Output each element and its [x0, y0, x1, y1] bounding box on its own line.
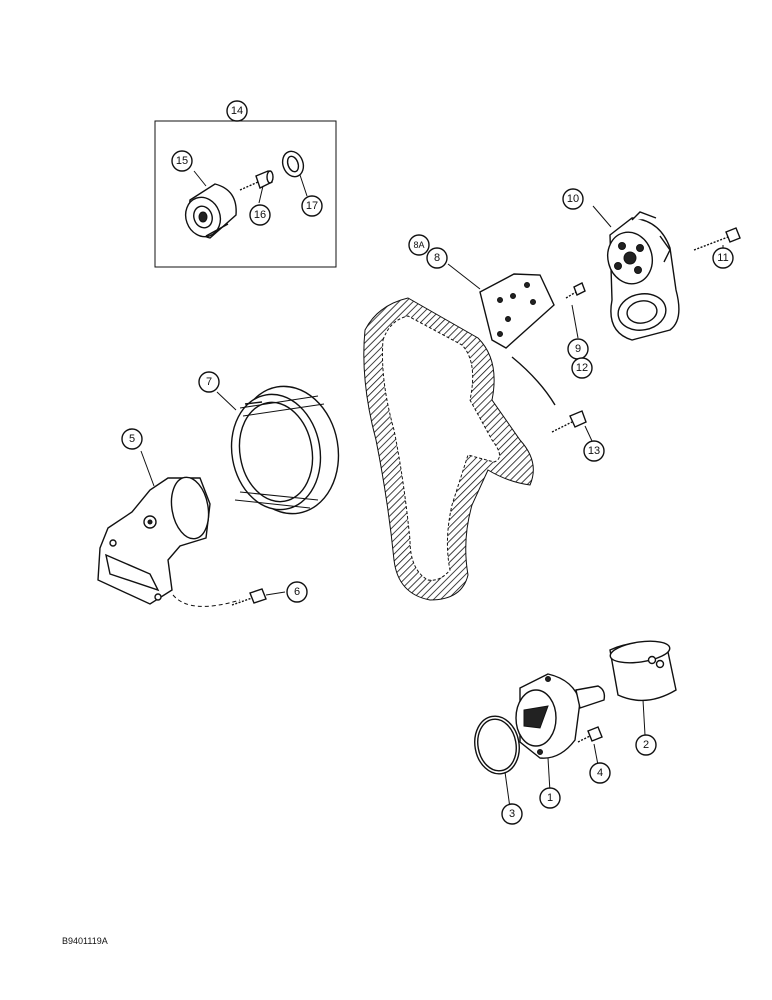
callout-9: 9 [567, 338, 589, 360]
callout-11: 11 [712, 247, 734, 269]
svg-text:13: 13 [588, 445, 600, 457]
svg-text:1: 1 [547, 792, 553, 804]
svg-text:16: 16 [254, 209, 266, 221]
bracket-bolt [565, 282, 586, 299]
svg-text:8A: 8A [413, 240, 424, 250]
svg-text:11: 11 [717, 252, 728, 264]
callout-3: 3 [501, 803, 523, 825]
idler-kit-inset [154, 120, 337, 268]
serpentine-belt [363, 297, 534, 601]
callout-15: 15 [171, 150, 193, 172]
svg-text:9: 9 [575, 343, 581, 355]
idler-washer [281, 150, 305, 178]
svg-text:8: 8 [434, 252, 440, 264]
pump-sleeve [609, 640, 677, 702]
callout-2: 2 [635, 734, 657, 756]
tensioner-bolt [693, 227, 741, 251]
svg-text:17: 17 [306, 200, 318, 212]
pump-gasket [474, 715, 520, 775]
figure-code: B9401119A [62, 936, 108, 946]
callout-14: 14 [226, 100, 248, 122]
mounting-bracket [479, 273, 555, 349]
svg-text:14: 14 [231, 105, 243, 117]
water-pump [515, 673, 606, 759]
callout-16: 16 [249, 204, 271, 226]
svg-text:4: 4 [597, 767, 603, 779]
callout-13: 13 [583, 440, 605, 462]
callout-10: 10 [562, 188, 584, 210]
belt-tensioner [607, 211, 680, 341]
svg-text:15: 15 [176, 155, 188, 167]
idler-bolt [239, 170, 274, 191]
svg-text:6: 6 [294, 586, 300, 598]
housing-bolt [231, 588, 267, 606]
inset-frame [154, 120, 337, 268]
callout-5: 5 [121, 428, 143, 450]
idler-mount-bolt [551, 410, 587, 433]
callout-1: 1 [539, 787, 561, 809]
pump-bolt [577, 726, 603, 743]
callout-17: 17 [301, 195, 323, 217]
callout-8: 8 [426, 247, 448, 269]
callout-6: 6 [286, 581, 308, 603]
svg-text:10: 10 [567, 193, 579, 205]
callout-7: 7 [198, 371, 220, 393]
svg-text:12: 12 [576, 362, 588, 374]
svg-text:3: 3 [509, 808, 515, 820]
svg-text:5: 5 [129, 433, 135, 445]
callout-8a: 8A [408, 234, 430, 256]
svg-text:7: 7 [206, 376, 212, 388]
crankshaft-pulley [230, 385, 340, 515]
svg-text:2: 2 [643, 739, 649, 751]
idler-pulley [184, 183, 237, 239]
thermostat-housing [97, 476, 211, 605]
callout-4: 4 [589, 762, 611, 784]
callout-12: 12 [571, 357, 593, 379]
